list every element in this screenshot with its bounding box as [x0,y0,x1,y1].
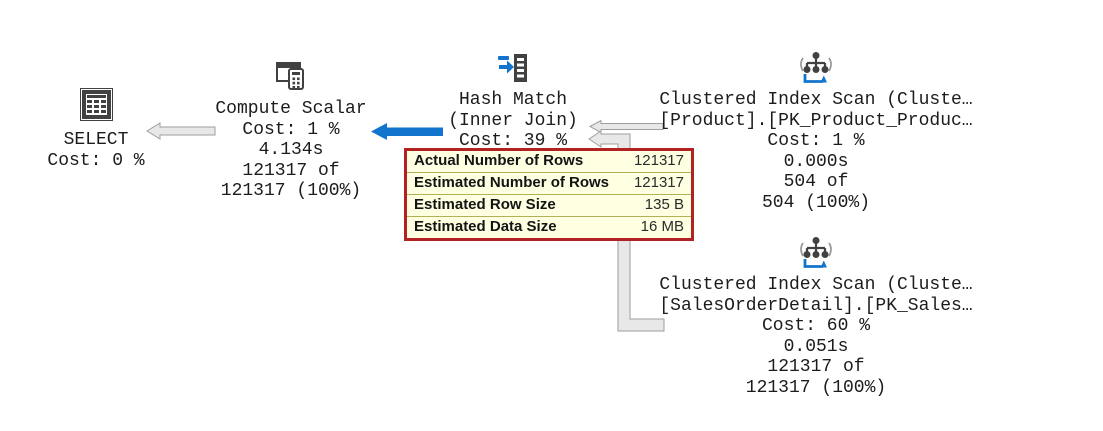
plan-node-hash-match[interactable]: Hash Match (Inner Join) Cost: 39 % [408,50,618,152]
node-title: Clustered Index Scan (Cluste… [659,275,973,295]
node-elapsed-time: 0.051s [783,336,849,357]
index-scan-icon[interactable] [646,235,986,273]
node-elapsed-time: 0.000s [783,151,849,172]
node-title: Hash Match [458,90,568,110]
node-elapsed-time: 4.134s [258,140,324,160]
node-cost: Cost: 39 % [458,131,568,151]
node-subtitle: (Inner Join) [448,110,578,131]
tooltip-row: Estimated Data Size 16 MB [407,217,691,238]
node-rows-actual: 121317 of [242,160,340,181]
node-rows-percent: 504 (100%) [761,192,871,213]
node-title: Clustered Index Scan (Cluste… [659,90,973,110]
tooltip-row-label: Estimated Data Size [414,218,557,236]
arrow-hashmatch-to-computescalar[interactable] [371,123,443,140]
plan-node-compute-scalar[interactable]: Compute Scalar Cost: 1 % 4.134s 121317 o… [186,57,396,202]
tooltip-row-label: Estimated Row Size [414,196,556,214]
node-rows-percent: 121317 (100%) [220,181,362,201]
tooltip-row-value: 16 MB [640,218,684,236]
node-cost: Cost: 1 % [242,119,340,140]
index-scan-icon[interactable] [646,50,986,88]
tooltip-row-value: 135 B [644,196,684,214]
node-title: SELECT [63,130,129,150]
tooltip-row-value: 121317 [633,152,684,170]
plan-node-select[interactable]: SELECT Cost: 0 % [16,88,176,171]
tooltip-row-label: Actual Number of Rows [414,152,584,170]
node-cost: Cost: 1 % [767,131,865,151]
hash-match-icon[interactable] [408,50,618,86]
arrow-computescalar-to-select[interactable] [146,122,216,140]
tooltip-row: Estimated Row Size 135 B [407,195,691,217]
node-cost: Cost: 0 % [47,150,145,171]
plan-tooltip: Actual Number of Rows 121317 Estimated N… [404,148,694,241]
node-object: [Product].[PK_Product_Produc… [659,110,973,131]
tooltip-row-value: 121317 [633,174,684,192]
plan-node-clustered-index-scan-product[interactable]: Clustered Index Scan (Cluste… [Product].… [646,50,986,213]
node-rows-actual: 504 of [783,172,849,192]
node-object: [SalesOrderDetail].[PK_Sales… [659,295,973,316]
node-rows-actual: 121317 of [767,357,865,377]
result-grid-icon[interactable] [16,88,176,121]
node-cost: Cost: 60 % [761,316,871,336]
compute-scalar-icon[interactable] [186,57,396,93]
node-title: Compute Scalar [215,99,367,119]
tooltip-row: Actual Number of Rows 121317 [407,151,691,173]
tooltip-row: Estimated Number of Rows 121317 [407,173,691,195]
tooltip-row-label: Estimated Number of Rows [414,174,610,192]
node-rows-percent: 121317 (100%) [745,377,887,398]
plan-node-clustered-index-scan-salesorderdetail[interactable]: Clustered Index Scan (Cluste… [SalesOrde… [646,235,986,398]
